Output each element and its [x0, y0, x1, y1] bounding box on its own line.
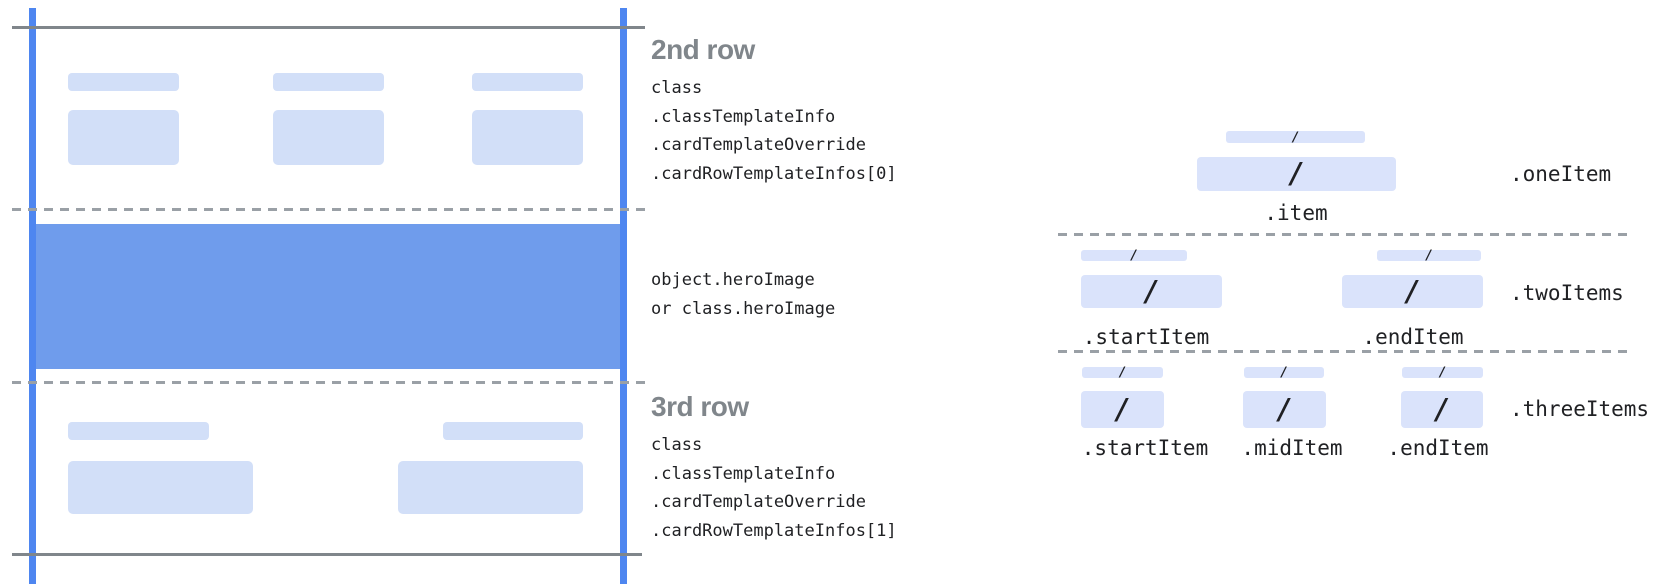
two-items-end-label: .endItem [1362, 325, 1464, 349]
slash-glyph: / [1425, 248, 1433, 263]
row3-code-line-2: .classTemplateInfo [651, 463, 836, 484]
row2-code-path: class .classTemplateInfo .cardTemplateOver… [651, 74, 897, 188]
row3-heading: 3rd row [651, 391, 749, 422]
slash-glyph: / [1433, 392, 1451, 426]
slash-glyph: / [1114, 392, 1131, 426]
row2-code-line-4: .cardRowTemplateInfos[0] [651, 163, 897, 184]
one-item-value-bar: / [1197, 157, 1396, 191]
two-items-start-label: .startItem [1082, 325, 1210, 349]
two-items-end-label-bar: / [1377, 248, 1481, 263]
hero-code-path: object.heroImage or class.heroImage [651, 266, 835, 323]
row2-code-line-1: class [651, 78, 703, 98]
three-items-mid-label-bar: / [1244, 365, 1324, 380]
row3-code-path: class .classTemplateInfo .cardTemplateOver… [651, 431, 897, 545]
one-item-row-label: .oneItem [1510, 162, 1612, 186]
slash-glyph: / [1291, 129, 1300, 145]
hero-code-line-1: object.heroImage [651, 270, 815, 290]
card-row3-divider-dashed-line [12, 381, 645, 384]
row2-code-line-2: .classTemplateInfo [651, 106, 836, 127]
card-right-guide-line [620, 8, 627, 584]
slash-glyph: / [1118, 365, 1127, 380]
three-items-end-label: .endItem [1387, 436, 1489, 460]
row3-col1-value-box [68, 461, 253, 514]
one-item-field-label: .item [1264, 201, 1328, 225]
slash-glyph: / [1276, 392, 1293, 426]
slash-glyph: / [1404, 274, 1421, 308]
two-items-row-label: .twoItems [1510, 281, 1624, 305]
row2-col3-value-box [472, 110, 583, 165]
row3-col2-label-bar [443, 422, 583, 440]
slash-glyph: / [1438, 365, 1447, 380]
two-items-end-value-bar: / [1342, 275, 1483, 308]
row3-code-line-3: .cardTemplateOverride [651, 492, 866, 512]
three-items-start-label-bar: / [1082, 365, 1163, 380]
hero-image-band [36, 224, 620, 369]
row2-col2-value-box [273, 110, 384, 165]
three-items-end-value-bar: / [1401, 391, 1483, 428]
one-two-divider-dashed-line [1058, 233, 1630, 236]
row3-code-line-4: .cardRowTemplateInfos[1] [651, 520, 897, 541]
three-items-mid-value-bar: / [1243, 391, 1326, 428]
two-items-start-value-bar: / [1081, 275, 1222, 308]
row3-col2-value-box [398, 461, 583, 514]
slash-glyph: / [1280, 365, 1288, 380]
three-items-start-label: .startItem [1081, 436, 1209, 460]
card-bottom-border-line [12, 553, 642, 556]
row2-col1-label-bar [68, 73, 179, 91]
row3-col1-label-bar [68, 422, 209, 440]
row3-code-line-1: class [651, 435, 703, 455]
two-items-start-label-bar: / [1081, 248, 1187, 263]
hero-code-line-2: or class.heroImage [651, 298, 836, 319]
row2-col2-label-bar [273, 73, 384, 91]
three-items-row-label: .threeItems [1510, 397, 1650, 421]
card-row2-divider-dashed-line [12, 208, 645, 211]
three-items-mid-label: .midItem [1241, 436, 1343, 460]
three-items-end-label-bar: / [1402, 365, 1483, 380]
card-top-border-line [12, 26, 645, 29]
slash-glyph: / [1288, 157, 1305, 190]
card-left-guide-line [29, 8, 36, 584]
one-item-label-bar: / [1226, 129, 1365, 145]
row2-code-line-3: .cardTemplateOverride [651, 135, 866, 155]
row2-col3-label-bar [472, 73, 583, 91]
row2-col1-value-box [68, 110, 179, 165]
slash-glyph: / [1130, 248, 1138, 263]
three-items-start-value-bar: / [1081, 391, 1164, 428]
slash-glyph: / [1143, 274, 1160, 308]
row2-heading: 2nd row [651, 34, 755, 65]
two-three-divider-dashed-line [1058, 350, 1630, 353]
